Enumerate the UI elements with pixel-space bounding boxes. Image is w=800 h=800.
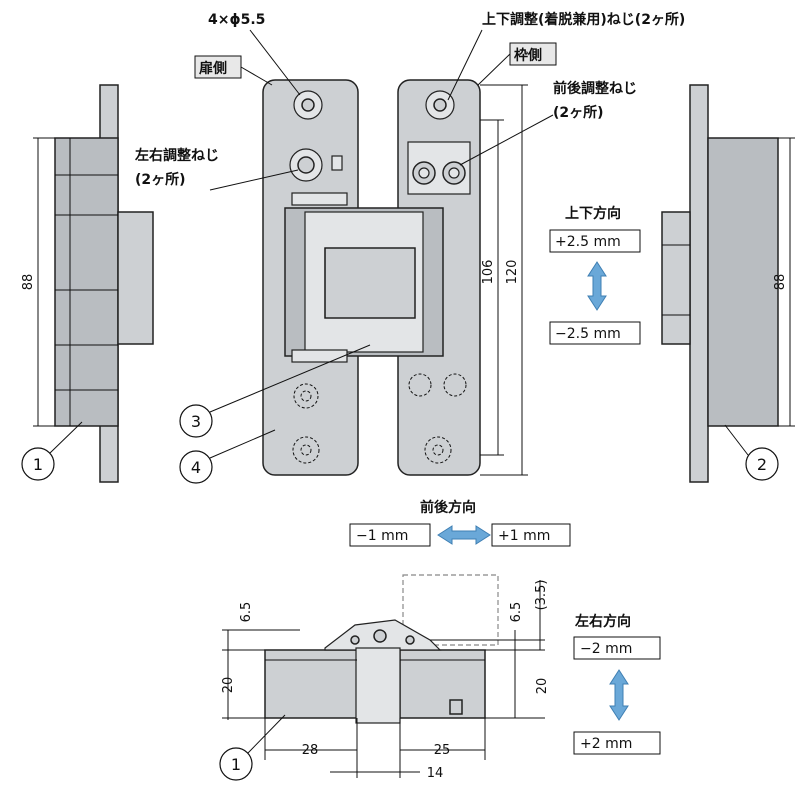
callout-3: 3 <box>191 412 201 431</box>
top-right-paren: (3.5) <box>534 580 549 611</box>
right-body <box>707 137 779 427</box>
screw-hole-door-mid <box>293 383 319 409</box>
callout-1: 1 <box>33 455 43 474</box>
depth-minus: −1 mm <box>356 528 408 544</box>
depth-adj-screw-label: 前後調整ねじ <box>553 80 637 97</box>
callout-2: 2 <box>757 455 767 474</box>
depth-plus: +1 mm <box>498 528 550 544</box>
lateral-dir-label: 左右方向 <box>574 613 631 630</box>
vertical-direction: 上下方向 +2.5 mm −2.5 mm <box>549 205 641 345</box>
left-body <box>54 137 119 427</box>
lateral-direction: 左右方向 −2 mm +2 mm <box>573 613 661 755</box>
callout-1b: 1 <box>231 755 241 774</box>
frame-side-label: 枠側 <box>514 47 542 64</box>
left-height-dim: 88 <box>21 274 36 291</box>
callout-1-circle <box>21 447 55 481</box>
vertical-dir-label: 上下方向 <box>565 205 621 222</box>
pin-gap <box>355 647 401 724</box>
brand-tag-bottom <box>291 349 348 363</box>
top-view: 6.5 20 6.5 (3.5) 20 28 25 14 1 <box>219 574 550 781</box>
callout-4: 4 <box>191 458 201 477</box>
lateral-adj-screw-count: (2ヶ所) <box>135 171 186 188</box>
left-width: 28 <box>302 743 319 758</box>
right-knuckle <box>661 211 691 345</box>
depth-adj-screw-count: (2ヶ所) <box>553 104 604 121</box>
callout-2-circle <box>745 447 779 481</box>
right-thickness: 20 <box>535 678 550 695</box>
brand-tag-top <box>291 192 348 206</box>
vertical-minus: −2.5 mm <box>555 326 621 342</box>
lateral-plus: +2 mm <box>580 736 632 752</box>
right-width: 25 <box>434 743 451 758</box>
right-height-dim: 88 <box>773 274 788 291</box>
door-leaf-top <box>264 649 358 719</box>
vertical-arrow <box>587 261 607 311</box>
top-left-offset: 6.5 <box>239 602 254 623</box>
callout-1b-circle <box>219 747 253 781</box>
left-knuckle <box>117 211 154 345</box>
top-right-offset: 6.5 <box>509 602 524 623</box>
right-plate <box>689 84 709 483</box>
depth-arrow <box>437 525 491 545</box>
center-pin <box>324 247 416 319</box>
frame-ghost <box>402 574 499 646</box>
lateral-minus: −2 mm <box>580 641 632 657</box>
screw-hole-label: 4×ϕ5.5 <box>208 12 265 28</box>
lateral-adj-screw-label: 左右調整ねじ <box>134 147 219 164</box>
depth-dir-label: 前後方向 <box>420 499 476 516</box>
screw-hole-door-bottom <box>292 436 320 464</box>
vertical-adj-screw-label: 上下調整(着脱兼用)ねじ(2ヶ所) <box>482 11 685 28</box>
left-side-view: 88 1 <box>21 84 154 483</box>
vertical-plus: +2.5 mm <box>555 234 621 250</box>
right-side-view: 88 2 <box>661 84 795 483</box>
left-thickness: 20 <box>221 677 236 694</box>
lateral-arrow <box>609 669 629 721</box>
depth-direction: 前後方向 −1 mm +1 mm <box>349 499 571 547</box>
callout-4-circle <box>179 450 213 484</box>
screw-hole-frame-bottom <box>424 436 452 464</box>
inner-height-dim: 106 <box>481 260 496 285</box>
door-side-label: 扉側 <box>199 60 227 77</box>
outer-height-dim: 120 <box>505 260 520 285</box>
callout-3-circle <box>179 404 213 438</box>
front-view: 106 120 4×ϕ5.5 扉側 上下調整(着脱兼用)ねじ(2ヶ所) 枠側 前… <box>134 11 685 484</box>
frame-leaf-top <box>399 649 486 719</box>
gap-width: 14 <box>427 766 444 781</box>
